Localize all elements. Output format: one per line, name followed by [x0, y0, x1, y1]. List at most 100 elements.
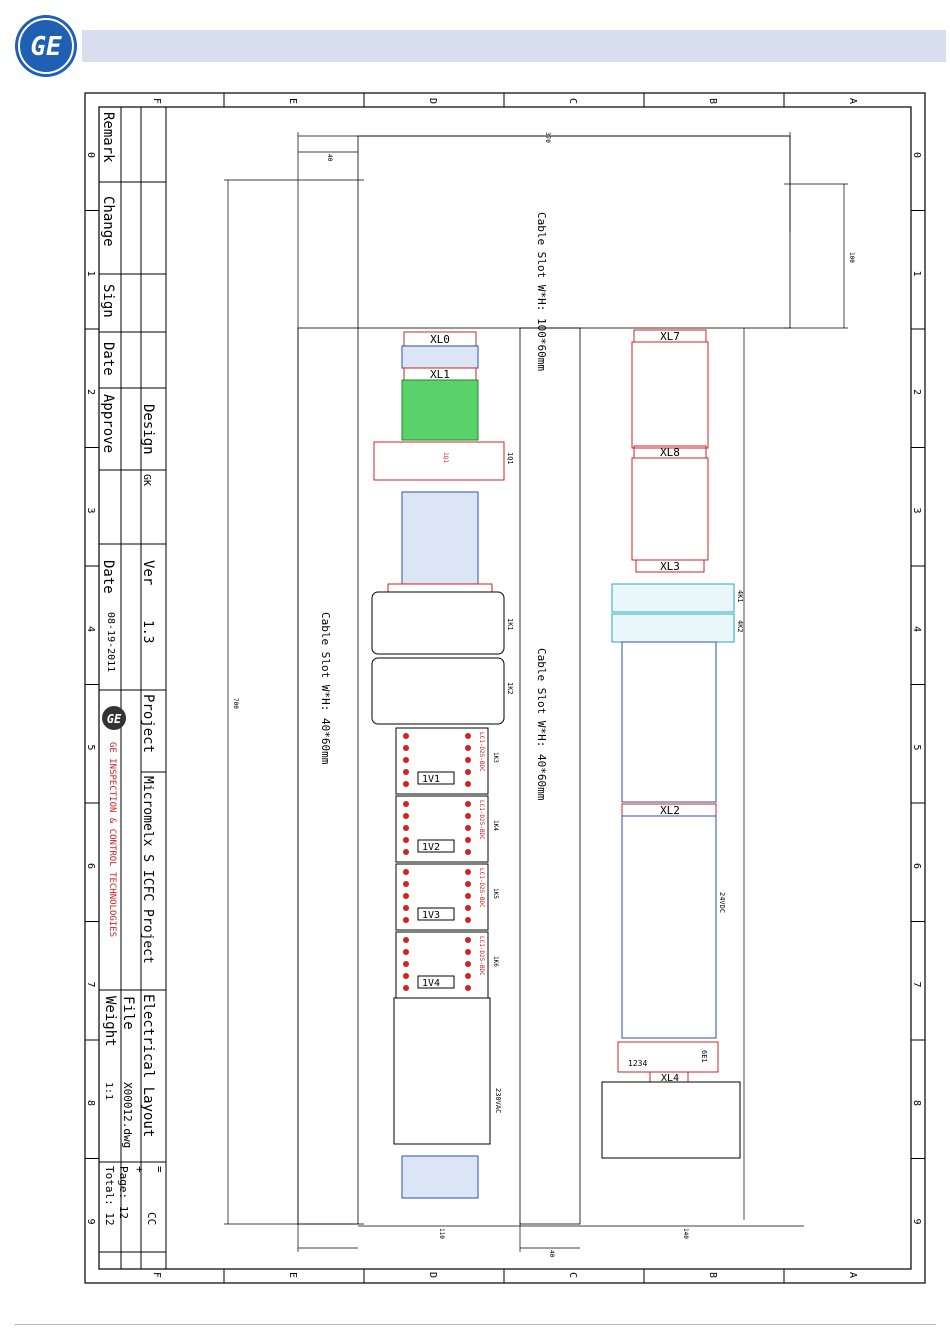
contactor-type: LC1-D25-BDC [478, 732, 485, 772]
dim-slot: 100 [848, 252, 855, 263]
zone-number-left: 3 [85, 508, 96, 514]
valve-label: 1V4 [422, 978, 440, 989]
contactor-type: LC1-D25-BDC [478, 868, 485, 908]
xl7-block [631, 341, 709, 449]
zone-number-right: 8 [911, 1100, 922, 1106]
terminal-dot [403, 769, 409, 775]
xl1-label: XL1 [430, 368, 450, 381]
design-value: GK [141, 474, 152, 486]
zone-letter-top: B [707, 98, 718, 104]
rail-24v-label: 24VDC [718, 892, 726, 913]
rail-4k1-label: 4K1 [736, 590, 744, 603]
valve-label: 1V3 [422, 910, 440, 921]
terminal-dot [465, 745, 471, 751]
terminal-dot [403, 937, 409, 943]
contactor-box [395, 931, 489, 999]
project-value: Micromelx S ICFC Project [140, 776, 155, 964]
module-1k2 [371, 657, 505, 725]
zone-letter-top: E [287, 98, 298, 104]
cable-slot-mid-label: Cable Slot W*H: 40*60mm [535, 648, 548, 801]
zone-number-left: 9 [85, 1219, 96, 1225]
power-box-1q1 [373, 441, 505, 481]
xl8-label: XL8 [660, 446, 680, 459]
terminal-dot [403, 973, 409, 979]
sign-label: Sign [100, 284, 116, 318]
terminal-dot [403, 949, 409, 955]
terminal-dot [465, 757, 471, 763]
zone-number-right: 2 [911, 389, 922, 395]
dim-mid: 40 [548, 1250, 555, 1258]
terminal-dot [403, 813, 409, 819]
date2-label: Date [100, 560, 116, 594]
zone-letter-top: D [427, 98, 438, 104]
dip-label: 1234 [628, 1059, 647, 1068]
dim-left: 40 [326, 154, 333, 162]
right-column-devices: XL7 XL8 XL3 4K1 4K2 XL2 24VDC 6E1 1234 X… [601, 329, 744, 1159]
power-box-label: 1Q1 [442, 452, 449, 463]
zone-number-right: 7 [911, 982, 922, 988]
terminal-block-xl2 [621, 815, 717, 1039]
page-header: GE [0, 0, 950, 80]
zone-number-right: 1 [911, 271, 922, 277]
terminal-dot [465, 825, 471, 831]
dim-col1: 110 [438, 1228, 445, 1239]
zone-letter-top: C [567, 98, 578, 104]
terminal-dot [465, 869, 471, 875]
xl3-header [635, 559, 705, 573]
terminal-block-xl3 [621, 641, 717, 803]
terminal-dot [465, 973, 471, 979]
dim-height: 700 [232, 698, 239, 709]
dim-width: 370 [544, 132, 551, 143]
terminal-block-230vac [393, 997, 491, 1145]
xl0-label: XL0 [430, 333, 450, 346]
terminal-dot [403, 733, 409, 739]
title-block: Remark Change Sign Date Approve Design G… [99, 107, 167, 1269]
zone-letter-bottom: B [707, 1272, 718, 1278]
zone-letter-bottom: D [427, 1272, 438, 1278]
cable-slot-left-label: Cable Slot W*H: 40*60mm [319, 612, 332, 765]
terminal-block-xl4 [601, 1081, 741, 1159]
zone-letter-bottom: C [567, 1272, 578, 1278]
terminal-dot [465, 801, 471, 807]
design-label: Design [140, 404, 156, 455]
terminal-dot [465, 781, 471, 787]
xl8-block [631, 457, 709, 561]
sheet-mark: = [153, 1166, 166, 1173]
terminal-dot [465, 813, 471, 819]
cc-value: CC [145, 1212, 158, 1225]
file-value: X00012.dwg [121, 1082, 134, 1148]
contactor-box [395, 727, 489, 795]
terminal-dot [403, 881, 409, 887]
module-1k1-label: 1K1 [506, 618, 514, 631]
terminal-dot [465, 893, 471, 899]
terminal-dot [465, 769, 471, 775]
terminal-dot [403, 869, 409, 875]
drawing-title: Electrical Layout [140, 994, 156, 1137]
zone-number-left: 0 [85, 152, 96, 158]
xl0-block [401, 345, 479, 369]
xl2-label: XL2 [660, 804, 680, 817]
zone-letter-top: A [847, 98, 858, 104]
zone-number-right: 6 [911, 863, 922, 869]
terminal-dot [403, 757, 409, 763]
terminal-dot [403, 837, 409, 843]
terminal-block-bottom [401, 1155, 479, 1199]
zone-number-left: 8 [85, 1100, 96, 1106]
zone-letter-top: F [151, 98, 162, 104]
zone-number-right: 5 [911, 745, 922, 751]
contactor-box [395, 863, 489, 931]
relay-4k2 [611, 613, 735, 643]
ge-logo-text: GE [30, 32, 62, 62]
date-label: Date [100, 342, 116, 376]
header-bar [82, 30, 946, 62]
project-label: Project [140, 694, 156, 753]
dim-col2: 140 [682, 1228, 689, 1239]
valve-label: 1V2 [422, 842, 440, 853]
terminal-dot [465, 837, 471, 843]
footer-line [14, 1324, 936, 1325]
